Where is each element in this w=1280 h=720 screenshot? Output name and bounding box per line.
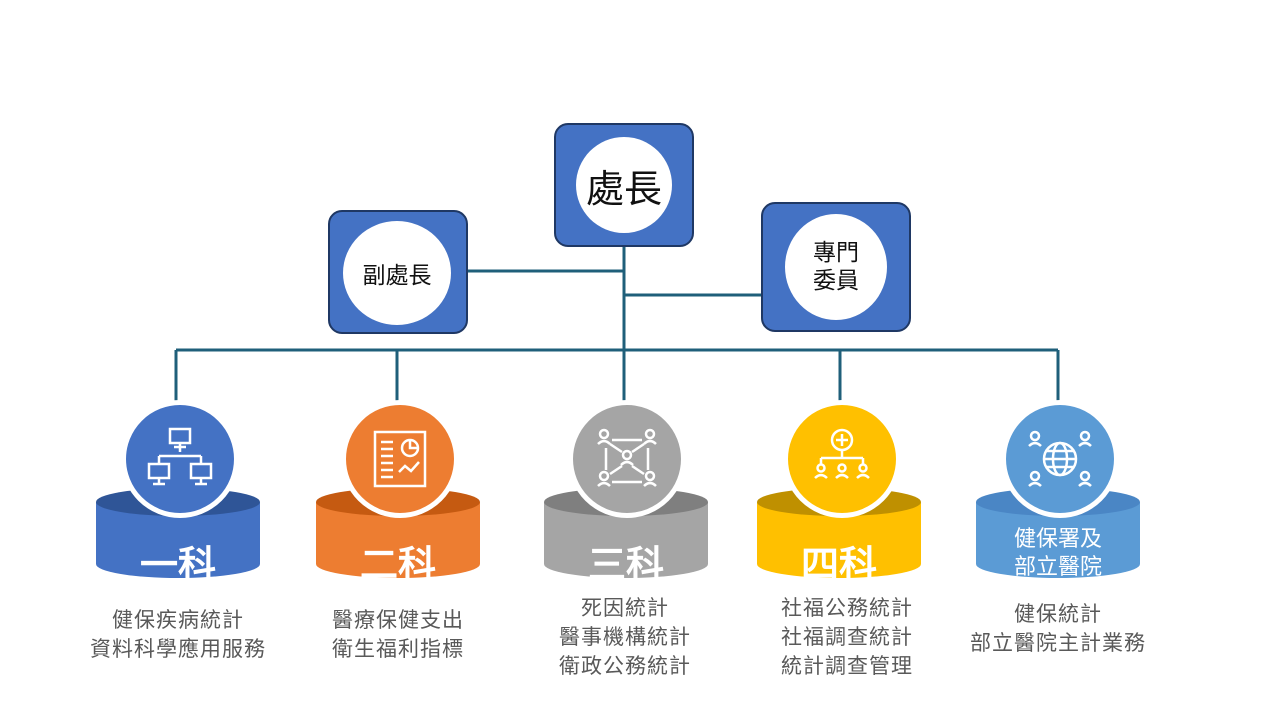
division-1-desc: 健保疾病統計 資料科學應用服務	[60, 606, 296, 664]
division-1-desc-line1: 健保疾病統計	[112, 608, 244, 632]
division-2-desc-line2: 衛生福利指標	[332, 637, 464, 661]
division-4-desc-line1: 社福公務統計	[781, 596, 913, 620]
division-4-icon-circle	[783, 400, 901, 518]
division-5-cylinder: 健保署及 部立醫院	[976, 488, 1140, 592]
division-3-desc: 死因統計 醫事機構統計 衛政公務統計	[516, 594, 734, 681]
division-4-desc: 社福公務統計 社福調查統計 統計調查管理	[738, 594, 956, 681]
specialist-label-line1: 專門	[813, 240, 859, 266]
division-4-label: 四科	[800, 543, 877, 587]
people-network-icon	[597, 428, 657, 487]
division-4-desc-line3: 統計調查管理	[781, 654, 913, 678]
division-5-desc: 健保統計 部立醫院主計業務	[954, 600, 1162, 658]
division-2-desc: 醫療保健支出 衛生福利指標	[290, 606, 506, 664]
division-2-label: 二科	[359, 543, 436, 587]
division-4-desc-line2: 社福調查統計	[781, 625, 913, 649]
director-box: 處長	[554, 123, 694, 247]
division-3-desc-line3: 衛政公務統計	[559, 654, 691, 678]
division-5-label-line1: 健保署及	[1013, 527, 1102, 552]
division-1-icon-circle	[121, 400, 239, 518]
division-3-desc-line1: 死因統計	[581, 596, 669, 620]
deputy-disc: 副處長	[343, 221, 451, 325]
division-2-cylinder: 二科	[316, 488, 480, 592]
division-5-icon-circle	[1001, 400, 1119, 518]
division-3-icon-circle	[568, 400, 686, 518]
division-4-cylinder: 四科	[757, 488, 921, 592]
globe-people-icon	[1028, 430, 1092, 487]
division-5-label-line2: 部立醫院	[1013, 555, 1102, 580]
deputy-box: 副處長	[328, 210, 468, 334]
division-1-desc-line2: 資料科學應用服務	[90, 637, 266, 661]
specialist-disc: 專門 委員	[785, 214, 887, 320]
org-plus-icon	[814, 428, 870, 479]
division-3-label: 三科	[587, 543, 664, 587]
division-5-desc-line1: 健保統計	[1014, 602, 1102, 626]
division-1-label: 一科	[139, 543, 216, 587]
specialist-box: 專門 委員	[761, 202, 911, 332]
specialist-label-line2: 委員	[813, 268, 859, 294]
director-disc: 處長	[576, 137, 672, 233]
division-5-label: 健保署及 部立醫院	[976, 526, 1140, 582]
deputy-label: 副處長	[362, 263, 432, 289]
division-3-desc-line2: 醫事機構統計	[559, 625, 691, 649]
division-2-desc-line1: 醫療保健支出	[332, 608, 464, 632]
report-chart-icon	[373, 430, 427, 488]
network-icon	[147, 427, 213, 486]
director-label: 處長	[585, 166, 662, 211]
division-2-icon-circle	[341, 400, 459, 518]
division-5-desc-line2: 部立醫院主計業務	[970, 631, 1146, 655]
